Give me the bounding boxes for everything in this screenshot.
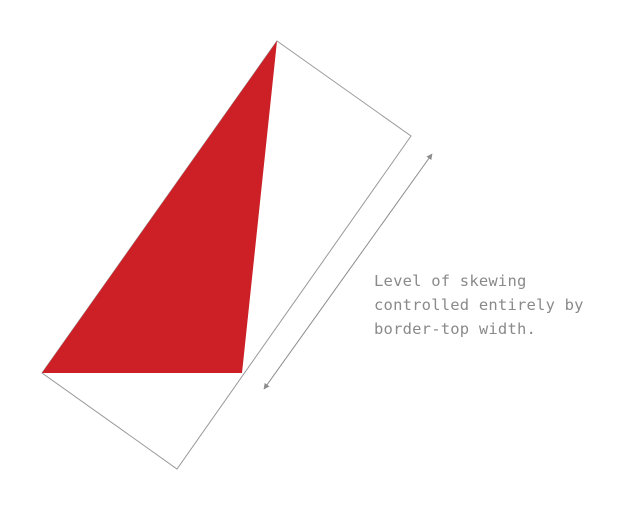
caption-line-1: Level of skewing [374, 272, 527, 290]
caption-line-3: border-top width. [374, 320, 537, 338]
caption-line-2: controlled entirely by [374, 296, 584, 314]
caption: Level of skewing controlled entirely by … [374, 269, 584, 341]
red-skewed-triangle [42, 41, 277, 373]
double-headed-arrow [263, 153, 433, 390]
